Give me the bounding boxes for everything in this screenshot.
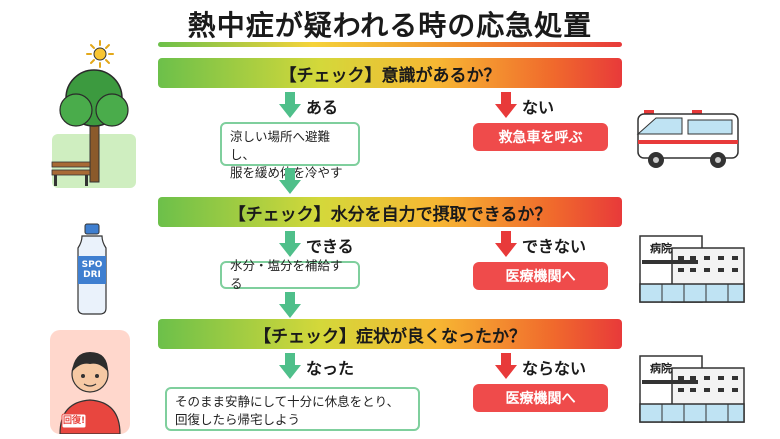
action-line: 涼しい場所へ避難し、 (230, 129, 331, 162)
bottle-label: SPO DRI (81, 260, 103, 280)
action-box-3: そのまま安静にして十分に休息をとり、 回復したら帰宅しよう (165, 387, 420, 431)
down-arrow-red-icon (495, 92, 517, 118)
action-box-1: 涼しい場所へ避難し、 服を緩め体を冷やす (220, 122, 360, 180)
down-arrow-green-icon (279, 92, 301, 118)
down-arrow-green-icon (279, 168, 301, 194)
yes-label-2: できる (306, 237, 354, 256)
down-arrow-green-icon (279, 292, 301, 318)
no-label-3: ならない (522, 359, 587, 378)
person-badge: 回復! (62, 416, 86, 426)
hospital-sign: 病院 (650, 242, 672, 255)
hospital-icon (639, 355, 745, 423)
emergency-box-2: 医療機関へ (473, 262, 608, 290)
sun-icon (86, 40, 114, 68)
emergency-box-3: 医療機関へ (473, 384, 608, 412)
title-underline (158, 42, 622, 47)
down-arrow-green-icon (279, 353, 301, 379)
action-line: そのまま安静にして十分に休息をとり、 (175, 394, 400, 409)
hospital-sign: 病院 (650, 362, 672, 375)
yes-label-1: ある (306, 98, 339, 117)
action-line: 回復したら帰宅しよう (175, 412, 301, 427)
action-line: 水分・塩分を補給する (230, 258, 343, 291)
down-arrow-red-icon (495, 353, 517, 379)
tree-bench-icon (51, 69, 136, 188)
action-box-2: 水分・塩分を補給する (220, 258, 360, 291)
down-arrow-green-icon (279, 231, 301, 257)
yes-label-3: なった (306, 359, 355, 378)
no-label-2: できない (522, 237, 587, 256)
person-recovered-icon (50, 330, 130, 434)
drink-bottle-icon (77, 223, 107, 315)
check-band-1: 【チェック】意識があるか？ (158, 58, 622, 88)
emergency-box-1: 救急車を呼ぶ (473, 123, 608, 151)
down-arrow-red-icon (495, 231, 517, 257)
ambulance-icon (636, 110, 739, 168)
page-title: 熱中症が疑われる時の応急処置 (187, 9, 593, 42)
check-band-2: 【チェック】水分を自力で摂取できるか？ (158, 197, 622, 227)
no-label-1: ない (522, 98, 555, 117)
check-band-3: 【チェック】症状が良くなったか？ (158, 319, 622, 349)
hospital-icon (639, 235, 745, 303)
